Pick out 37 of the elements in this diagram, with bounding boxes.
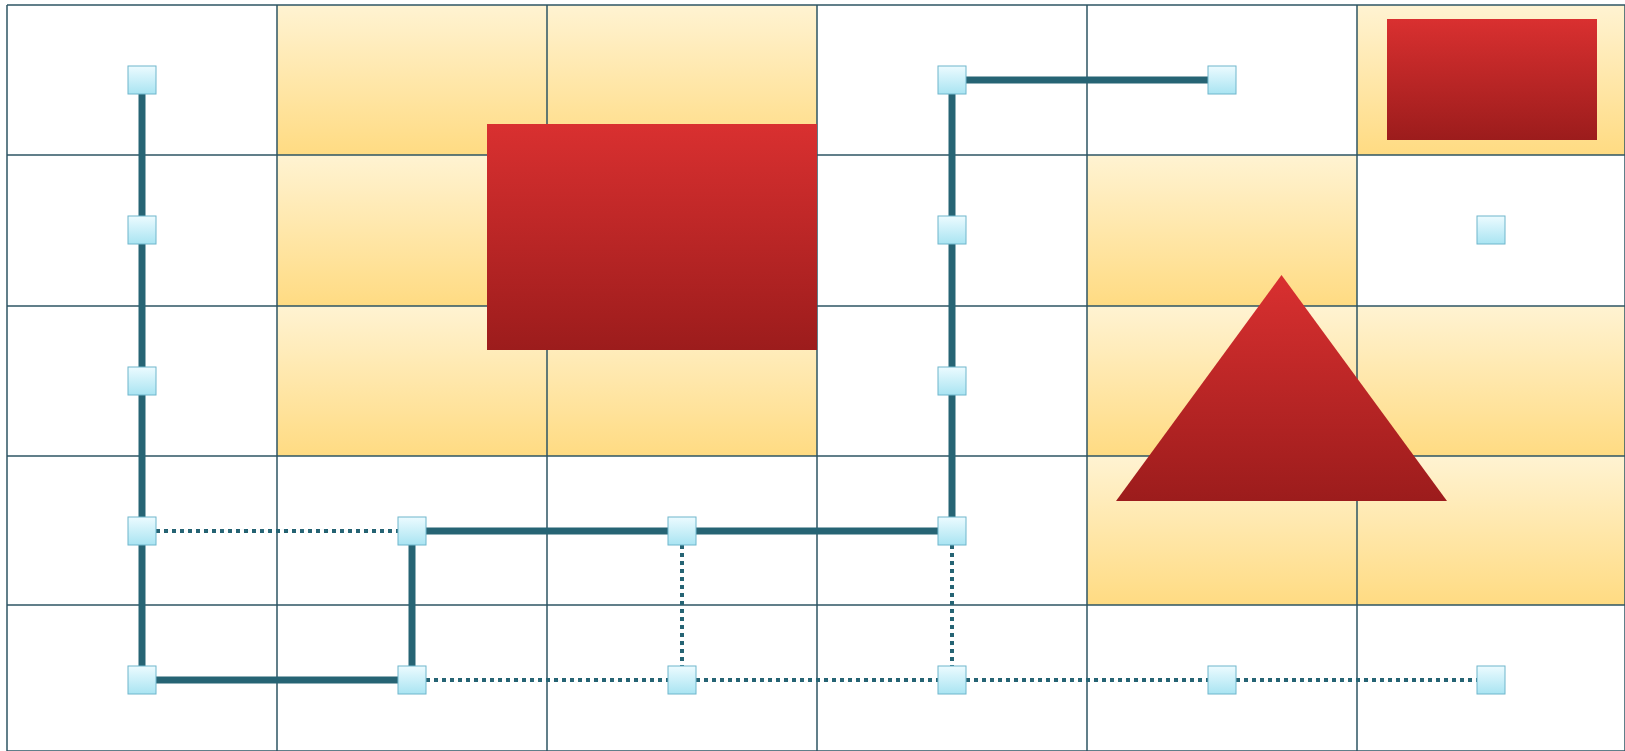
- grid-node: [937, 215, 967, 245]
- grid-node: [127, 65, 157, 95]
- grid-node: [1207, 65, 1237, 95]
- grid-node: [397, 665, 427, 695]
- grid-node: [1476, 665, 1506, 695]
- connector-line: [966, 678, 1208, 682]
- grid-node: [667, 516, 697, 546]
- connector-line: [138, 244, 146, 367]
- connector-line: [948, 395, 956, 517]
- connector-line: [138, 94, 146, 216]
- connector-line: [156, 529, 398, 533]
- grid-node: [127, 366, 157, 396]
- grid-node: [937, 516, 967, 546]
- connector-line: [138, 545, 146, 666]
- connector-line: [138, 395, 146, 517]
- grid-node: [937, 366, 967, 396]
- connector-line: [408, 545, 416, 666]
- connector-line: [948, 244, 956, 367]
- grid-node: [1207, 665, 1237, 695]
- triangle-obstacle: [1116, 275, 1447, 501]
- grid-node: [127, 516, 157, 546]
- block-obstacle: [1387, 19, 1597, 140]
- grid-node: [937, 65, 967, 95]
- grid-node: [397, 516, 427, 546]
- grid-node: [127, 665, 157, 695]
- connector-line: [696, 678, 938, 682]
- connector-line: [696, 527, 938, 535]
- connector-line: [426, 678, 668, 682]
- block-obstacle: [487, 124, 817, 350]
- connector-line: [156, 676, 398, 684]
- grid-node: [127, 215, 157, 245]
- grid-node: [667, 665, 697, 695]
- connector-line: [948, 94, 956, 216]
- connector-line: [966, 76, 1208, 84]
- grid-node: [937, 665, 967, 695]
- grid-node: [1476, 215, 1506, 245]
- connector-line: [426, 527, 668, 535]
